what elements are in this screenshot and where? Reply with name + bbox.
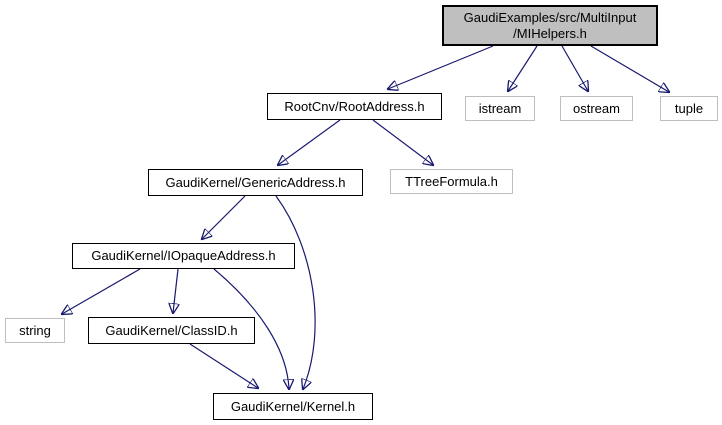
edge-iopaqueaddress-classid xyxy=(173,268,178,313)
node-ostream: ostream xyxy=(560,96,633,121)
edge-mihelpers-ostream xyxy=(561,45,588,91)
node-kernel-label: GaudiKernel/Kernel.h xyxy=(230,398,356,414)
node-classid[interactable]: GaudiKernel/ClassID.h xyxy=(88,317,255,344)
edge-rootaddress-ttreeformula xyxy=(372,119,433,165)
node-kernel[interactable]: GaudiKernel/Kernel.h xyxy=(213,393,373,420)
node-classid-label: GaudiKernel/ClassID.h xyxy=(105,322,238,338)
edge-mihelpers-istream xyxy=(508,45,538,91)
edge-rootaddress-genericaddress xyxy=(278,119,341,165)
node-mihelpers: GaudiExamples/src/MultiInput /MIHelpers.… xyxy=(442,5,658,46)
node-istream: istream xyxy=(465,96,535,121)
node-genericaddress[interactable]: GaudiKernel/GenericAddress.h xyxy=(148,169,363,196)
node-ostream-label: ostream xyxy=(573,100,620,116)
node-iopaqueaddress-label: GaudiKernel/IOpaqueAddress.h xyxy=(91,248,276,264)
edge-genericaddress-iopaqueaddress xyxy=(202,195,246,239)
edge-mihelpers-rootaddress xyxy=(388,45,494,89)
node-string-label: string xyxy=(19,322,51,338)
edge-genericaddress-kernel xyxy=(275,195,316,389)
node-rootaddress[interactable]: RootCnv/RootAddress.h xyxy=(267,93,442,120)
edge-iopaqueaddress-kernel xyxy=(213,268,289,389)
edge-iopaqueaddress-string xyxy=(62,268,141,314)
node-iopaqueaddress[interactable]: GaudiKernel/IOpaqueAddress.h xyxy=(72,243,295,269)
node-string: string xyxy=(5,318,65,343)
node-ttreeformula: TTreeFormula.h xyxy=(390,169,513,194)
node-rootaddress-label: RootCnv/RootAddress.h xyxy=(284,98,425,114)
node-mihelpers-label-line2: /MIHelpers.h xyxy=(513,25,587,41)
node-istream-label: istream xyxy=(478,100,522,116)
edge-mihelpers-tuple xyxy=(590,45,669,92)
node-genericaddress-label: GaudiKernel/GenericAddress.h xyxy=(165,174,346,190)
node-mihelpers-label-line1: GaudiExamples/src/MultiInput xyxy=(463,9,637,25)
node-tuple: tuple xyxy=(660,96,718,121)
edge-classid-kernel xyxy=(189,343,258,388)
node-ttreeformula-label: TTreeFormula.h xyxy=(405,173,498,189)
node-tuple-label: tuple xyxy=(674,100,704,116)
